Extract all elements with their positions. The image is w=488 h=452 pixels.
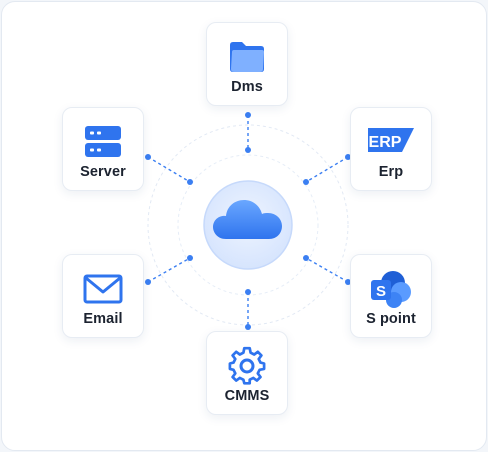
link-server-dot bbox=[187, 179, 193, 185]
node-dms[interactable]: Dms bbox=[206, 22, 288, 106]
link-cmms-dot bbox=[245, 324, 251, 330]
gear-icon bbox=[228, 346, 266, 385]
node-cmms[interactable]: CMMS bbox=[206, 331, 288, 415]
node-cmms-label: CMMS bbox=[224, 388, 270, 404]
link-email bbox=[147, 257, 191, 283]
email-icon bbox=[83, 274, 123, 304]
erp-logo-icon: ERP bbox=[368, 128, 414, 152]
link-email-dot bbox=[187, 255, 193, 261]
cloud-hub bbox=[195, 178, 301, 272]
node-server-label: Server bbox=[80, 164, 126, 180]
svg-text:S: S bbox=[376, 283, 386, 300]
link-erp bbox=[305, 156, 349, 183]
node-email-label: Email bbox=[83, 311, 123, 327]
link-server-dot bbox=[145, 154, 151, 160]
link-spoint-dot bbox=[345, 279, 351, 285]
link-spoint bbox=[305, 257, 349, 283]
link-spoint-dot bbox=[303, 255, 309, 261]
link-dms-dot bbox=[245, 147, 251, 153]
node-email[interactable]: Email bbox=[62, 254, 144, 338]
node-dms-label: Dms bbox=[231, 79, 263, 95]
cloud-icon bbox=[203, 180, 293, 270]
link-email-dot bbox=[145, 279, 151, 285]
svg-text:ERP: ERP bbox=[369, 134, 402, 151]
node-erp[interactable]: ERP Erp bbox=[350, 107, 432, 191]
link-server bbox=[147, 156, 191, 183]
link-erp-dot bbox=[345, 154, 351, 160]
link-erp-dot bbox=[303, 179, 309, 185]
node-server[interactable]: Server bbox=[62, 107, 144, 191]
node-spoint[interactable]: S S point bbox=[350, 254, 432, 338]
link-dms-dot bbox=[245, 112, 251, 118]
link-cmms-dot bbox=[245, 289, 251, 295]
server-icon bbox=[85, 126, 121, 157]
node-erp-label: Erp bbox=[378, 164, 404, 180]
sharepoint-icon: S bbox=[371, 271, 411, 308]
folder-icon bbox=[230, 42, 264, 72]
node-spoint-label: S point bbox=[366, 311, 416, 327]
